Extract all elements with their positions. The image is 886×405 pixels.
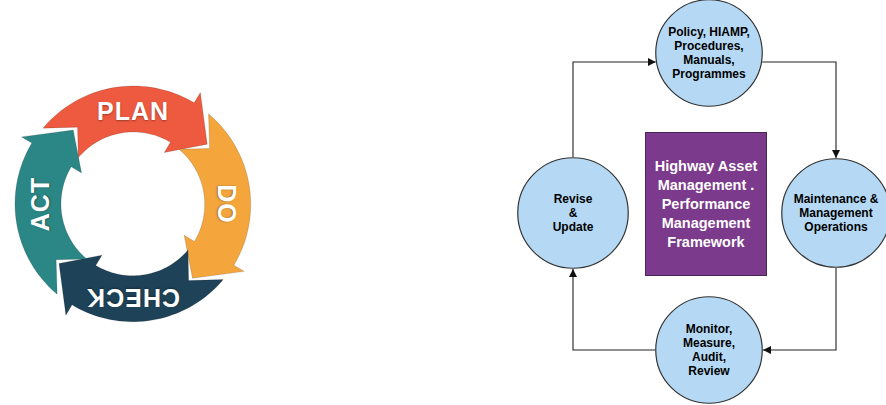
framework-box: Highway Asset Management . Performance M… <box>645 132 767 276</box>
circle-label: Maintenance & Management Operations <box>791 192 881 234</box>
cycle-arrow <box>15 130 87 294</box>
circle-label: Policy, HIAMP, Procedures, Manuals, Prog… <box>664 25 754 81</box>
flow-arrow <box>763 268 836 350</box>
text-holder: Maintenance & Management Operations <box>781 158 886 268</box>
cycle-arrow <box>59 250 223 322</box>
box-title: Highway Asset Management . Performance M… <box>650 157 762 252</box>
circle-shape <box>518 158 629 269</box>
circle-shape <box>656 297 763 404</box>
cycle-label: PLAN <box>97 96 169 125</box>
do-arrow: DO <box>179 114 251 278</box>
text-column: Revise & Update <box>550 192 596 234</box>
text-column: Policy, HIAMP, Procedures, Manuals, Prog… <box>664 25 754 81</box>
process-circle: Revise & Update <box>517 157 629 269</box>
text-column: Highway Asset Management . Performance M… <box>650 157 762 252</box>
text-holder: Monitor, Measure, Audit, Review <box>655 296 763 404</box>
circle-shape <box>656 0 763 106</box>
flow-arrow <box>573 62 656 157</box>
process-circle: Maintenance & Management Operations <box>781 158 886 268</box>
text-column: Monitor, Measure, Audit, Review <box>673 322 745 378</box>
circle-label: Revise & Update <box>550 192 596 234</box>
check-arrow: CHECK <box>59 250 223 322</box>
cycle-label: ACT <box>25 177 54 231</box>
circle-shape <box>782 159 886 268</box>
process-circle: Monitor, Measure, Audit, Review <box>655 296 763 404</box>
text-column: Maintenance & Management Operations <box>791 192 881 234</box>
cycle-label: DO <box>211 184 240 224</box>
text-holder: Revise & Update <box>517 157 629 269</box>
flow-arrow <box>573 269 655 350</box>
cycle-label: CHECK <box>86 282 180 311</box>
circle-label: Monitor, Measure, Audit, Review <box>673 322 745 378</box>
process-circle: Policy, HIAMP, Procedures, Manuals, Prog… <box>655 0 763 107</box>
text-holder: Policy, HIAMP, Procedures, Manuals, Prog… <box>655 0 763 107</box>
cycle-arrow <box>179 114 251 278</box>
flow-arrow <box>762 62 836 158</box>
text-holder: Highway Asset Management . Performance M… <box>650 137 762 271</box>
act-arrow: ACT <box>15 130 87 294</box>
